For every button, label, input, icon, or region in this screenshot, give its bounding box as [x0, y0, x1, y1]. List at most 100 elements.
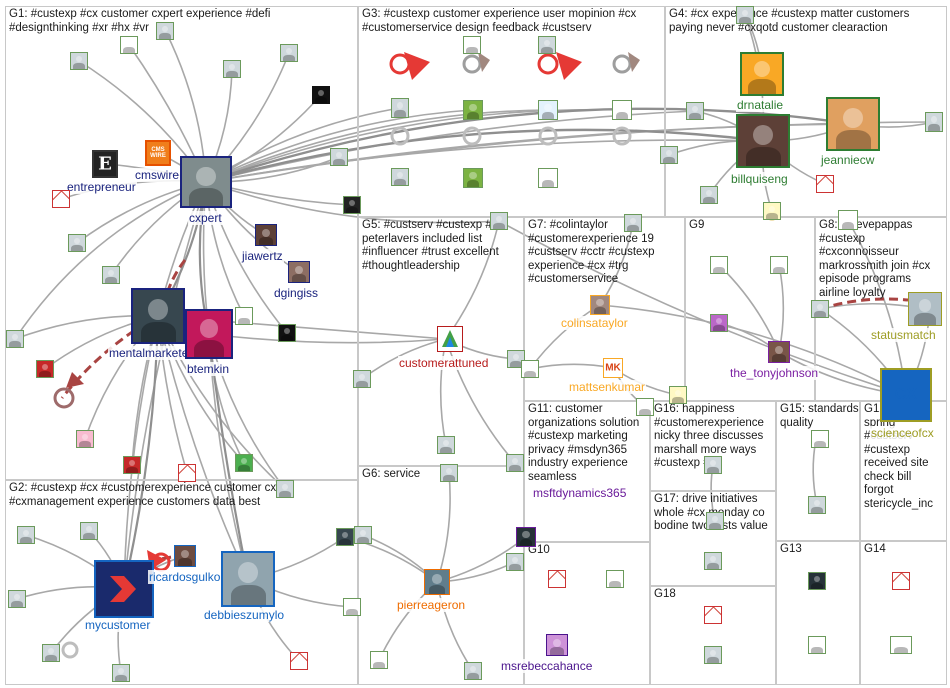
node-avatar[interactable]	[354, 526, 372, 544]
node-avatar[interactable]	[343, 598, 361, 616]
node-broken-image-icon[interactable]	[704, 606, 722, 624]
node-avatar-msftdynamics365[interactable]	[516, 527, 536, 547]
node-avatar-jeanniecw[interactable]	[826, 97, 880, 151]
node-avatar[interactable]	[36, 360, 54, 378]
node-avatar-statusmatch[interactable]	[908, 292, 942, 326]
node-broken-image-icon[interactable]	[178, 464, 196, 482]
avatar-body	[189, 187, 223, 206]
node-avatar-pierreageron[interactable]	[424, 569, 450, 595]
node-avatar[interactable]	[660, 146, 678, 164]
node-avatar[interactable]	[811, 300, 829, 318]
node-avatar[interactable]	[278, 324, 296, 342]
node-avatar[interactable]	[370, 651, 388, 669]
node-avatar[interactable]	[343, 196, 361, 214]
node-avatar[interactable]	[80, 522, 98, 540]
node-avatar[interactable]	[312, 86, 330, 104]
node-avatar[interactable]	[624, 214, 642, 232]
node-avatar-colinsataylor[interactable]	[590, 295, 610, 315]
node-avatar-mycustomer[interactable]	[94, 560, 154, 618]
node-avatar[interactable]	[808, 572, 826, 590]
node-avatar[interactable]	[112, 664, 130, 682]
node-avatar-ricardosgulko[interactable]	[174, 545, 196, 567]
node-broken-image-icon[interactable]	[52, 190, 70, 208]
node-avatar[interactable]	[706, 512, 724, 530]
node-avatar[interactable]	[925, 112, 943, 132]
node-avatar[interactable]	[669, 386, 687, 404]
node-avatar[interactable]	[704, 646, 722, 664]
node-avatar[interactable]	[506, 553, 524, 571]
node-avatar-jiawertz[interactable]	[255, 224, 277, 246]
node-avatar[interactable]	[890, 636, 912, 654]
node-avatar[interactable]	[17, 526, 35, 544]
node-avatar[interactable]	[736, 6, 754, 24]
node-avatar[interactable]	[336, 528, 354, 546]
node-avatar[interactable]	[440, 464, 458, 482]
node-avatar[interactable]	[700, 186, 718, 204]
node-avatar-btemkin[interactable]	[185, 309, 233, 359]
node-avatar[interactable]	[507, 350, 525, 368]
node-avatar-scienceofcx[interactable]: CX	[880, 368, 932, 422]
node-avatar-dgingiss[interactable]	[288, 261, 310, 283]
node-avatar[interactable]	[636, 398, 654, 416]
node-avatar[interactable]	[538, 100, 558, 120]
node-avatar[interactable]	[838, 210, 858, 230]
node-avatar[interactable]	[156, 22, 174, 40]
node-avatar-billquiseng[interactable]	[736, 114, 790, 168]
node-avatar-cxpert[interactable]	[180, 156, 232, 208]
node-avatar[interactable]	[76, 430, 94, 448]
node-avatar-cmswire[interactable]: CMS WIRE	[145, 140, 171, 166]
node-avatar-debbieszumylo[interactable]	[221, 551, 275, 607]
node-avatar[interactable]	[811, 430, 829, 448]
node-avatar-drnatalie[interactable]	[740, 52, 784, 96]
node-avatar[interactable]	[391, 168, 409, 186]
node-avatar[interactable]	[391, 98, 409, 118]
node-avatar[interactable]	[704, 552, 722, 570]
node-avatar[interactable]	[223, 60, 241, 78]
node-avatar-entrepreneur[interactable]: E	[92, 150, 118, 178]
node-avatar[interactable]	[120, 36, 138, 54]
node-avatar-customerattuned[interactable]	[437, 326, 463, 352]
node-avatar[interactable]	[463, 168, 483, 188]
node-avatar[interactable]	[463, 36, 481, 54]
node-avatar-mentalmarketer[interactable]	[131, 288, 185, 344]
node-avatar[interactable]	[770, 256, 788, 274]
node-avatar[interactable]	[463, 100, 483, 120]
node-broken-image-icon[interactable]	[816, 175, 834, 193]
node-avatar[interactable]	[235, 454, 253, 472]
node-avatar[interactable]	[710, 256, 728, 274]
node-broken-image-icon[interactable]	[290, 652, 308, 670]
node-avatar[interactable]	[612, 100, 632, 120]
node-broken-image-icon[interactable]	[892, 572, 910, 590]
node-avatar[interactable]	[102, 266, 120, 284]
node-avatar[interactable]	[538, 36, 556, 54]
node-avatar-mattsenkumar[interactable]: MK	[603, 358, 623, 378]
avatar-body	[814, 310, 826, 317]
node-avatar[interactable]	[70, 52, 88, 70]
node-avatar[interactable]	[686, 102, 704, 120]
node-avatar[interactable]	[276, 480, 294, 498]
node-avatar[interactable]	[538, 168, 558, 188]
node-avatar[interactable]	[808, 636, 826, 654]
node-avatar[interactable]	[490, 212, 508, 230]
node-avatar[interactable]	[8, 590, 26, 608]
node-avatar[interactable]	[437, 436, 455, 454]
node-avatar[interactable]	[280, 44, 298, 62]
node-avatar[interactable]	[353, 370, 371, 388]
node-avatar[interactable]	[68, 234, 86, 252]
node-avatar[interactable]	[464, 662, 482, 680]
node-avatar-the-tonyjohnson[interactable]	[768, 341, 790, 363]
node-avatar[interactable]	[42, 644, 60, 662]
node-avatar[interactable]	[763, 202, 781, 220]
node-avatar[interactable]	[704, 456, 722, 474]
node-avatar-msrebeccahance[interactable]	[546, 634, 568, 656]
node-avatar[interactable]	[123, 456, 141, 474]
node-avatar[interactable]	[235, 307, 253, 325]
node-avatar[interactable]	[521, 360, 539, 378]
node-broken-image-icon[interactable]	[548, 570, 566, 588]
node-avatar[interactable]	[330, 148, 348, 166]
node-avatar[interactable]	[506, 454, 524, 472]
node-avatar[interactable]	[808, 496, 826, 514]
node-avatar[interactable]	[710, 314, 728, 332]
node-avatar[interactable]	[606, 570, 624, 588]
node-avatar[interactable]	[6, 330, 24, 348]
